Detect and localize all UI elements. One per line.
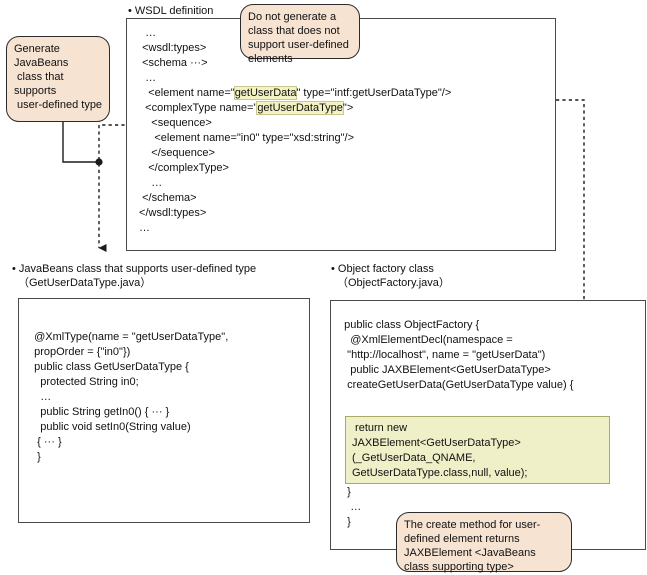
create-method-line-1: defined element returns	[404, 533, 520, 545]
javabeans-line-4: protected String in0;	[28, 376, 139, 388]
wsdl-line-11: </complexType>	[136, 162, 229, 174]
javabeans-code-box	[18, 298, 310, 523]
do-not-generate-line-3: elements	[248, 53, 293, 65]
javabeans-section-label-line1: • JavaBeans class that supports user-def…	[12, 263, 257, 275]
wsdl-line-10: </sequence>	[136, 147, 215, 159]
wsdl-code-content: … <wsdl:types> <schema ···> … <element n…	[136, 26, 548, 236]
do-not-generate-line-2: support user-defined	[248, 39, 349, 51]
create-method-callout: The create method for user- defined elem…	[396, 512, 572, 573]
create-method-line-3: class supporting type>	[404, 561, 514, 573]
junction-dot-left	[95, 158, 103, 166]
wsdl-line-1: <wsdl:types>	[136, 42, 207, 54]
highlight-getuserdatatype: getUserDataType	[257, 102, 343, 114]
return-line-2: (_GetUserData_QNAME,	[352, 452, 476, 464]
return-line-3: GetUserDataType.class,null, value);	[352, 467, 528, 479]
wsdl-section-label: • WSDL definition	[128, 5, 214, 17]
generate-callout-line-3: supports	[14, 85, 57, 97]
objectfactory-section-label-line2: （ObjectFactory.java）	[337, 277, 450, 289]
generate-javabeans-callout: Generate JavaBeans class that supports u…	[6, 36, 110, 122]
javabeans-line-5: …	[28, 391, 52, 403]
wsdl-line-14: </schema>	[136, 192, 197, 204]
objectfactory-section-label-line1: • Object factory class	[331, 263, 434, 275]
objectfactory-code-head: public class ObjectFactory { @XmlElement…	[338, 318, 640, 393]
objectfactory-line-0: public class ObjectFactory {	[338, 319, 480, 331]
javabeans-code-content: @XmlType(name = "getUserDataType", propO…	[28, 330, 304, 465]
javabeans-line-9: { ··· }	[28, 436, 62, 448]
objectfactory-tail-1: …	[338, 501, 362, 513]
wsdl-line-16: …	[136, 222, 151, 234]
wsdl-line-15: </wsdl:types>	[136, 207, 207, 219]
javabeans-line-10: }	[28, 451, 41, 463]
generate-callout-line-2: class that	[14, 71, 64, 83]
connector-generate-bubble	[62, 122, 99, 163]
wsdl-line-7: <complexType name="getUserDataType">	[136, 102, 354, 114]
objectfactory-line-5: createGetUserData(GetUserDataType value)…	[338, 379, 574, 391]
javabeans-line-0: @XmlType(name = "getUserDataType",	[28, 331, 229, 343]
objectfactory-line-4: public JAXBElement<GetUserDataType>	[338, 364, 551, 376]
generate-callout-line-1: JavaBeans	[14, 57, 69, 69]
wsdl-line-2: <schema ···>	[136, 57, 208, 69]
create-method-line-2: JAXBElement <JavaBeans	[404, 547, 536, 559]
highlight-getuserdata: getUserData	[234, 87, 297, 99]
wsdl-line-12: …	[136, 177, 163, 189]
objectfactory-line-2: @XmlElementDecl(namespace =	[338, 334, 513, 346]
wsdl-line-0: …	[136, 27, 157, 39]
javabeans-line-3: public class GetUserDataType {	[28, 361, 189, 373]
wsdl-line-3: …	[136, 72, 157, 84]
wsdl-line-9: <element name="in0" type="xsd:string"/>	[136, 132, 355, 144]
do-not-generate-line-1: class that does not	[248, 25, 340, 37]
return-line-1: JAXBElement<GetUserDataType>	[352, 437, 521, 449]
objectfactory-tail-3: }	[338, 516, 351, 528]
wsdl-line-5: <element name="getUserData" type="intf:g…	[136, 87, 452, 99]
objectfactory-return-highlight-block: return new JAXBElement<GetUserDataType> …	[345, 416, 610, 484]
do-not-generate-callout: Do not generate a class that does not su…	[240, 4, 360, 65]
generate-callout-line-0: Generate	[14, 43, 60, 55]
javabeans-line-6: public String getIn0() { ··· }	[28, 406, 170, 418]
objectfactory-tail-0: }	[338, 486, 351, 498]
do-not-generate-line-0: Do not generate a	[248, 11, 337, 23]
wsdl-line-8: <sequence>	[136, 117, 212, 129]
return-line-0: return new	[352, 422, 408, 434]
objectfactory-line-3: "http://localhost", name = "getUserData"…	[338, 349, 546, 361]
javabeans-line-8: public void setIn0(String value)	[28, 421, 191, 433]
generate-callout-line-4: user-defined type	[14, 99, 103, 111]
create-method-line-0: The create method for user-	[404, 519, 541, 531]
objectfactory-code-tail: } … }	[338, 485, 640, 530]
javabeans-line-1: propOrder = {"in0"})	[28, 346, 131, 358]
javabeans-section-label-line2: （GetUserDataType.java）	[18, 277, 152, 289]
